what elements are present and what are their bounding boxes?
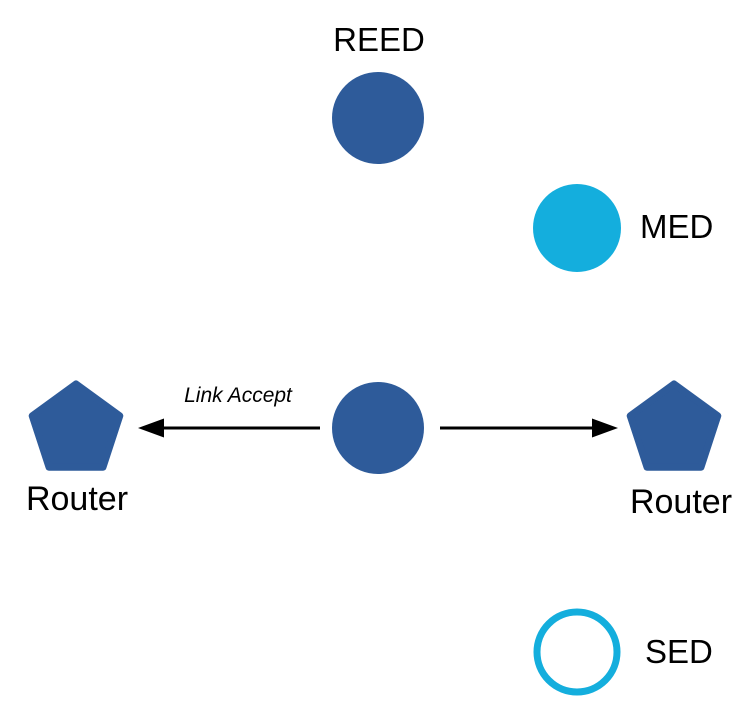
right-arrowhead-icon — [592, 418, 618, 438]
sed-node-label: SED — [645, 633, 713, 670]
med-node-circle — [533, 184, 621, 272]
router-left-pentagon — [28, 380, 124, 471]
router-right-node-label: Router — [629, 483, 733, 521]
reed-node-circle — [332, 72, 424, 164]
router-right-pentagon — [626, 380, 722, 471]
link-accept-edge-label: Link Accept — [184, 384, 292, 407]
router-left-node-label: Router — [25, 480, 129, 518]
med-node-label: MED — [640, 208, 714, 245]
reed-node-label: REED — [333, 21, 425, 58]
parent-node-circle — [332, 382, 424, 474]
sed-node-ring — [533, 608, 621, 696]
left-arrowhead-icon — [138, 418, 164, 438]
